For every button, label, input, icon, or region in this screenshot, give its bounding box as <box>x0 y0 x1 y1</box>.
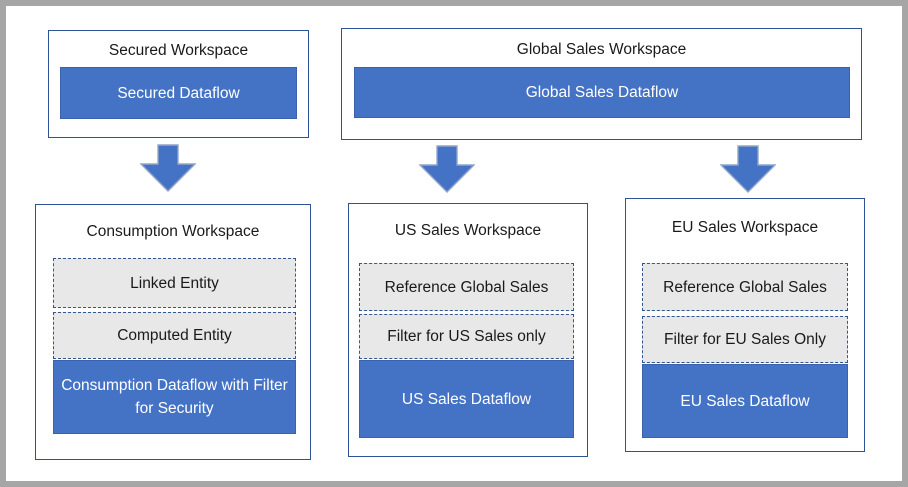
computed-entity-box: Computed Entity <box>53 312 296 359</box>
secured-dataflow-box: Secured Dataflow <box>60 67 297 119</box>
eu-filter-label: Filter for EU Sales Only <box>664 331 826 348</box>
workspace-eu-sales-title: EU Sales Workspace <box>671 219 819 236</box>
secured-dataflow-label: Secured Dataflow <box>117 84 240 102</box>
down-arrow-icon <box>720 145 776 193</box>
eu-reference-global-sales-box: Reference Global Sales <box>642 263 848 311</box>
workspace-eu-sales: EU Sales Workspace Reference Global Sale… <box>625 198 865 452</box>
consumption-dataflow-label: Consumption Dataflow with Filter for Sec… <box>61 377 288 417</box>
global-sales-dataflow-label: Global Sales Dataflow <box>525 84 679 101</box>
linked-entity-label: Linked Entity <box>130 274 219 292</box>
linked-entity-box: Linked Entity <box>53 258 296 308</box>
workspace-consumption-title: Consumption Workspace <box>86 223 260 240</box>
us-filter-box: Filter for US Sales only <box>359 314 574 359</box>
workspace-us-sales-title: US Sales Workspace <box>394 222 542 239</box>
workspace-secured-title: Secured Workspace <box>108 42 249 59</box>
global-sales-dataflow-box: Global Sales Dataflow <box>354 67 850 118</box>
workspace-consumption: Consumption Workspace Linked Entity Comp… <box>35 204 311 460</box>
consumption-dataflow-box: Consumption Dataflow with Filter for Sec… <box>53 360 296 434</box>
computed-entity-label: Computed Entity <box>117 327 232 344</box>
us-reference-global-sales-box: Reference Global Sales <box>359 263 574 311</box>
down-arrow-icon <box>419 145 475 193</box>
workspace-global-sales-title: Global Sales Workspace <box>516 41 687 58</box>
eu-reference-global-sales-label: Reference Global Sales <box>663 278 827 296</box>
workspace-us-sales: US Sales Workspace Reference Global Sale… <box>348 203 588 457</box>
us-filter-label: Filter for US Sales only <box>387 328 546 345</box>
us-sales-dataflow-label: US Sales Dataflow <box>401 390 532 408</box>
down-arrow-icon <box>140 144 196 192</box>
us-sales-dataflow-box: US Sales Dataflow <box>359 360 574 438</box>
eu-sales-dataflow-box: EU Sales Dataflow <box>642 364 848 438</box>
us-reference-global-sales-label: Reference Global Sales <box>384 278 549 296</box>
eu-filter-box: Filter for EU Sales Only <box>642 316 848 363</box>
eu-sales-dataflow-label: EU Sales Dataflow <box>680 392 810 410</box>
workspace-secured: Secured Workspace Secured Dataflow <box>48 30 309 138</box>
workspace-global-sales: Global Sales Workspace Global Sales Data… <box>341 28 862 140</box>
